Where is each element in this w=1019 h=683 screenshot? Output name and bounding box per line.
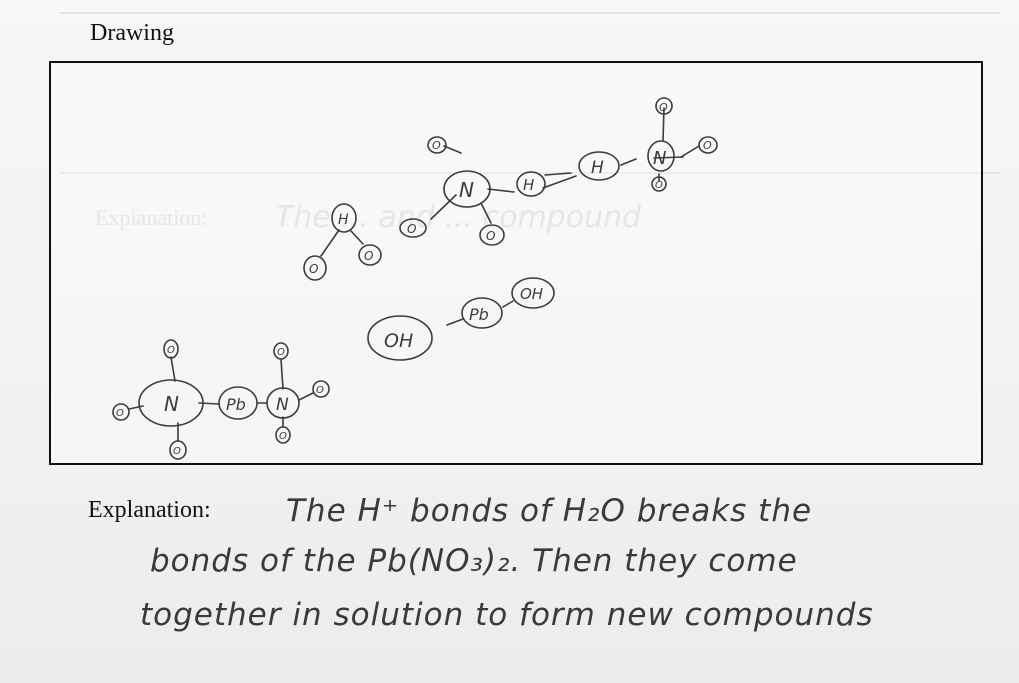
- atom-h-2-label: H: [591, 158, 604, 178]
- atom-h-1: [516, 171, 546, 197]
- show-through-box-top: [60, 12, 1000, 14]
- atom-o-upper-left-label: O: [432, 139, 441, 152]
- atom-n-nitrate-left-label: N: [164, 392, 179, 416]
- atom-h-water-label: H: [338, 212, 349, 228]
- atom-oh-right-label: OH: [520, 285, 543, 303]
- atom-oh-left: [367, 315, 433, 361]
- atom-o-water-left-label: O: [309, 262, 318, 276]
- atom-o-nitrate-bottom-right: [275, 426, 291, 444]
- atom-oh-right: [511, 277, 555, 309]
- atom-o-right: [698, 136, 718, 154]
- show-through-box-line: [60, 172, 1000, 174]
- atom-o-left: [399, 218, 427, 238]
- atom-h-water: [331, 203, 357, 233]
- atom-o-nitrate-top-right: [273, 342, 289, 360]
- explanation-line-1: The H⁺ bonds of H₂O breaks the: [286, 493, 813, 529]
- explanation-line-3: together in solution to form new compoun…: [140, 597, 874, 633]
- atom-o-water-right: [358, 244, 382, 266]
- atom-o-top-label: O: [659, 101, 668, 114]
- atom-o-right-label: O: [703, 139, 712, 152]
- atom-n-nitrate-right: [266, 387, 300, 419]
- drawing-heading: Drawing: [90, 20, 174, 46]
- atom-o-nitrate-bottom-left: [169, 440, 187, 460]
- atom-o-nitrate-bottom-right-label: O: [279, 431, 287, 442]
- atom-o-water-left: [303, 255, 327, 281]
- explanation-line-2: bonds of the Pb(NO₃)₂. Then they come: [150, 543, 798, 579]
- atom-o-left-label: O: [407, 222, 416, 236]
- atom-pb-hydroxide: [461, 297, 503, 329]
- atom-o-lower: [479, 224, 505, 246]
- atom-o-lower-label: O: [486, 229, 495, 243]
- atom-n-left-label: N: [459, 178, 474, 202]
- atom-n-right-label: N: [653, 148, 666, 169]
- nitric-acid-molecule: N H H N O O O O O O: [399, 97, 718, 246]
- atom-o-nitrate-top-left-label: O: [167, 345, 175, 356]
- atom-o-top: [655, 97, 673, 115]
- atom-o-upper-left: [427, 136, 447, 154]
- lead-nitrate-molecule: N Pb N O O O O O O: [112, 339, 330, 460]
- atom-pb-nitrate: [218, 386, 258, 420]
- atom-n-right: [647, 140, 675, 172]
- atom-o-below-label: O: [655, 180, 663, 191]
- atom-n-nitrate-left: [138, 379, 204, 427]
- atom-o-below: [651, 176, 667, 192]
- water-molecule: H O O: [303, 203, 382, 281]
- atom-o-nitrate-top-left: [163, 339, 179, 359]
- atom-n-left: [443, 170, 491, 208]
- molecule-sketch: N H H N O O O O O O: [112, 97, 718, 460]
- explanation-label: Explanation:: [88, 497, 211, 523]
- atom-o-nitrate-left-label: O: [116, 408, 124, 419]
- atom-h-1-label: H: [523, 176, 534, 194]
- atom-o-nitrate-right-label: O: [316, 385, 324, 396]
- atom-o-water-right-label: O: [364, 249, 373, 263]
- atom-pb-nitrate-label: Pb: [226, 395, 246, 414]
- drawing-box: N H H N O O O O O O: [49, 61, 983, 465]
- show-through-explanation-label: Explanation:: [95, 205, 208, 230]
- atom-o-nitrate-top-right-label: O: [277, 347, 285, 358]
- atom-o-nitrate-left: [112, 403, 130, 421]
- atom-pb-hydroxide-label: Pb: [469, 305, 489, 324]
- atom-h-2: [578, 151, 620, 181]
- atom-n-nitrate-right-label: N: [276, 395, 289, 415]
- atom-o-nitrate-bottom-left-label: O: [173, 446, 181, 457]
- lead-hydroxide-molecule: OH Pb OH: [367, 277, 555, 361]
- atom-oh-left-label: OH: [384, 330, 413, 352]
- atom-o-nitrate-right: [312, 380, 330, 398]
